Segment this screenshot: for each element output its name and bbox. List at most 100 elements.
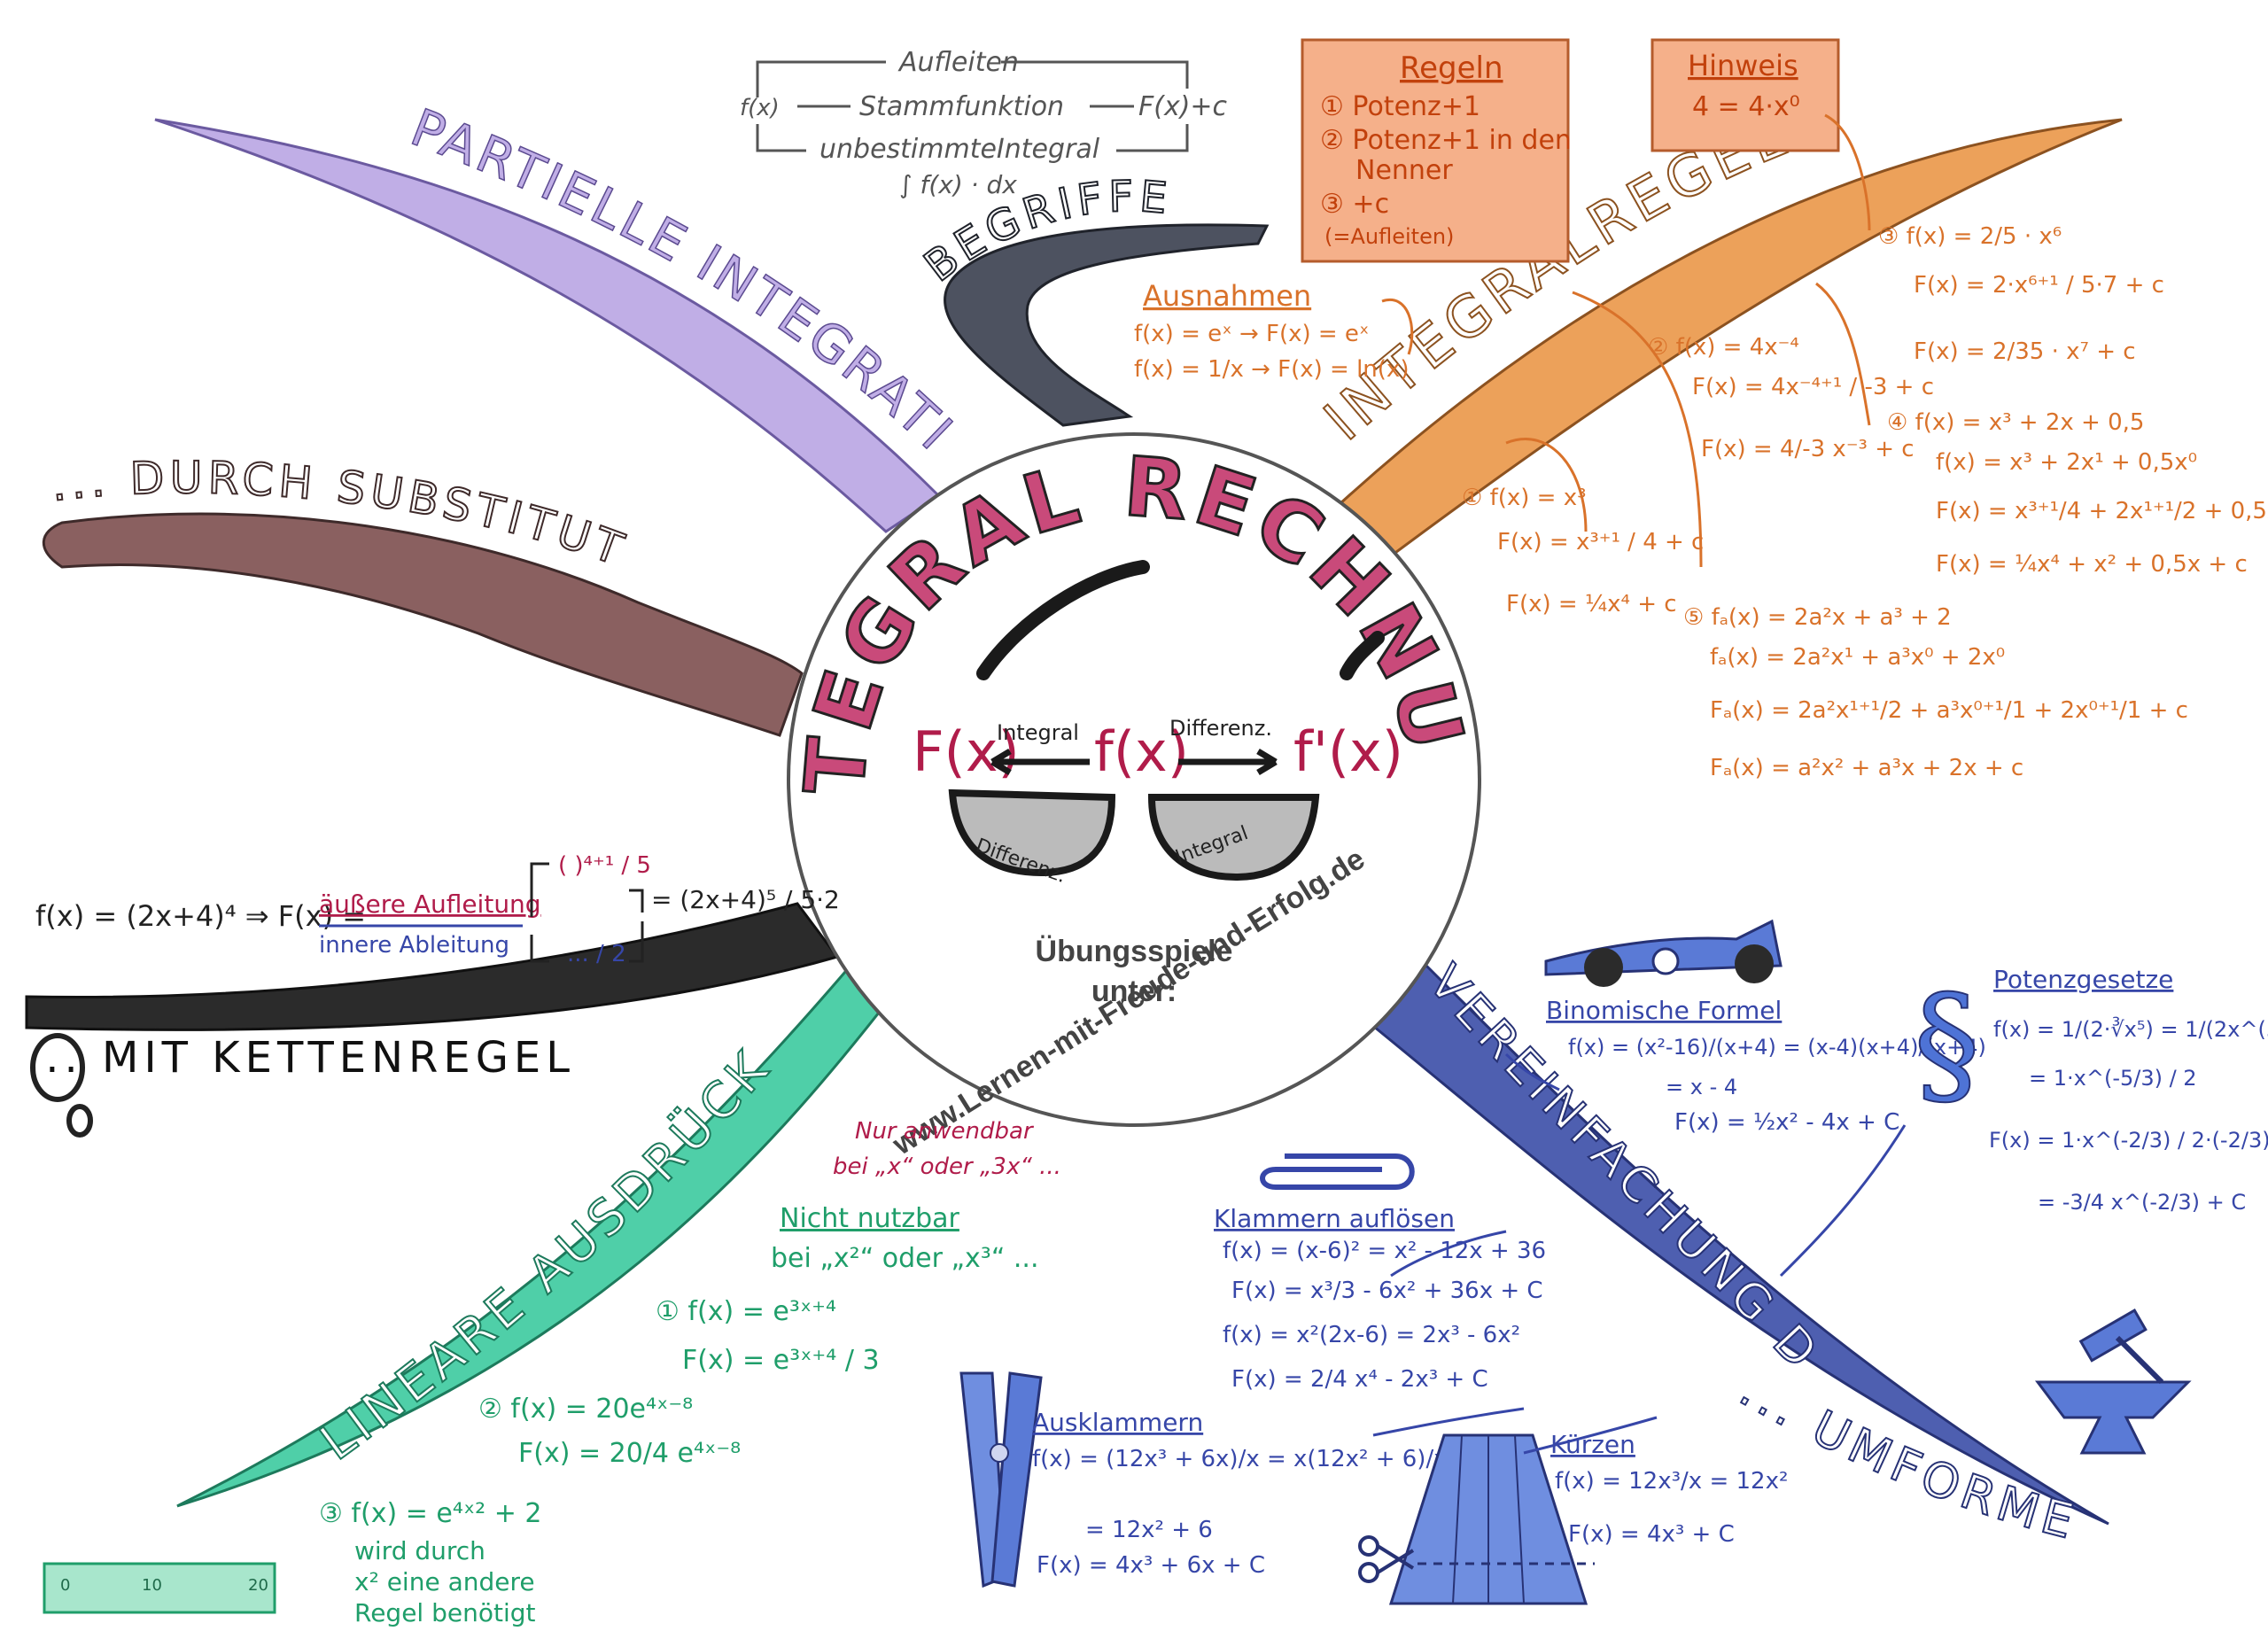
lineare-ex1-l2: F(x) = e³ˣ⁺⁴ / 3 [682, 1345, 880, 1376]
klammern-block: Klammern auflösen f(x) = (x-6)² = x² - 1… [1214, 1204, 1546, 1393]
potenz-l3: F(x) = 1·x^(-2/3) / 2·(-2/3) + C [1989, 1128, 2268, 1153]
ruler-label-20: 20 [248, 1576, 268, 1595]
lineare-ex3-l4: Regel benötigt [354, 1598, 536, 1627]
hinweis-title: Hinweis [1688, 49, 1798, 82]
ir-ex4-l4: F(x) = ¼x⁴ + x² + 0,5x + c [1936, 551, 2248, 578]
klammern-l4: F(x) = 2/4 x⁴ - 2x³ + C [1231, 1366, 1488, 1393]
race-car-icon [1544, 919, 1783, 987]
kuerzen-l1: f(x) = 12x³/x = 12x² [1555, 1468, 1788, 1495]
begriffe-integral-expr: ∫ f(x) · dx [899, 170, 1017, 199]
branch-begriffe [944, 223, 1270, 427]
branch-lineare [176, 964, 897, 1508]
ir-ex4-l2: f(x) = x³ + 2x¹ + 0,5x⁰ [1936, 449, 2197, 476]
regeln-item-1: ① Potenz+1 [1320, 91, 1480, 122]
ir-ex1-l2: F(x) = x³⁺¹ / 4 + c [1497, 529, 1704, 555]
ir-ex3-l3: F(x) = 2/35 · x⁷ + c [1914, 338, 2136, 365]
lineare-ex2-l2: F(x) = 20/4 e⁴ˣ⁻⁸ [518, 1438, 741, 1469]
hinweis-box: Hinweis 4 = 4·x⁰ [1651, 38, 1840, 152]
regeln-item-2: ② Potenz+1 in den [1320, 125, 1572, 156]
ausklammern-title: Ausklammern [1032, 1408, 1203, 1437]
lineare-ex2-l1: ② f(x) = 20e⁴ˣ⁻⁸ [478, 1394, 693, 1425]
kette-result: = (2x+4)⁵ / 5·2 [651, 885, 840, 914]
ausnahmen-line2: f(x) = 1/x → F(x) = ln(x) [1134, 356, 1409, 383]
ir-ex5-l2: fₐ(x) = 2a²x¹ + a³x⁰ + 2x⁰ [1710, 644, 2005, 671]
lineare-note-nicht2: bei „x²“ oder „x³“ ... [771, 1243, 1039, 1274]
label-substitution: ... DURCH SUBSTITUTION [0, 0, 634, 577]
regeln-note: (=Aufleiten) [1324, 224, 1454, 249]
lineare-note-nur: Nur anwendbar [855, 1118, 1035, 1145]
lineare-ex3-l1: ③ f(x) = e⁴ˣ² + 2 [319, 1498, 541, 1529]
ir-ex2-l3: F(x) = 4/-3 x⁻³ + c [1701, 436, 1915, 462]
ruler-label-0: 0 [60, 1576, 70, 1595]
regeln-title: Regeln [1400, 50, 1503, 86]
begriffe-aufleiten: Aufleiten [897, 47, 1019, 78]
ir-ex2-l2: F(x) = 4x⁻⁴⁺¹ / -3 + c [1692, 374, 1934, 400]
skirt-icon [1388, 1433, 1588, 1605]
ir-ex1-l3: F(x) = ¼x⁴ + c [1506, 591, 1677, 617]
lineare-note-nur2: bei „x“ oder „3x“ ... [833, 1153, 1061, 1180]
vereinfachung-connectors [1372, 1052, 1907, 1455]
ausklammern-l2: = 12x² + 6 [1085, 1517, 1213, 1543]
kette-frac-top: ( )⁴⁺¹ / 5 [558, 852, 651, 879]
games-line1: Übungsspiele [1036, 935, 1233, 968]
lineare-note-nicht: Nicht nutzbar [780, 1203, 960, 1234]
integralregeln-examples: ① f(x) = x³ F(x) = x³⁺¹ / 4 + c F(x) = ¼… [1462, 223, 2268, 781]
begriffe-arrows [756, 60, 1189, 152]
binom-l1: f(x) = (x²-16)/(x+4) = (x-4)(x+4)/(x+4) [1568, 1035, 1986, 1060]
label-kettenregel: ... MIT KETTENREGEL [27, 1033, 575, 1083]
clothespin-icon [959, 1371, 1043, 1588]
potenz-l1: f(x) = 1/(2·∛x⁵) = 1/(2x^(5/3)) [1993, 1016, 2268, 1042]
chain-icon [30, 1033, 93, 1138]
center-f: f(x) [1094, 719, 1189, 784]
ir-ex4-l3: F(x) = x³⁺¹/4 + 2x¹⁺¹/2 + 0,5x⁰⁺¹/1 + c [1936, 498, 2268, 524]
begriffe-Fx-c: F(x)+c [1138, 91, 1228, 122]
ir-ex4-l1: ④ f(x) = x³ + 2x + 0,5 [1887, 409, 2144, 436]
ausnahmen-block: Ausnahmen f(x) = eˣ → F(x) = eˣ f(x) = 1… [1134, 279, 1409, 383]
ausklammern-l3: F(x) = 4x³ + 6x + C [1037, 1552, 1265, 1579]
ausnahmen-title: Ausnahmen [1143, 279, 1311, 313]
kettenregel-block: f(x) = (2x+4)⁴ ⇒ F(x) = äußere Aufleitun… [35, 852, 840, 967]
ausnahmen-line1: f(x) = eˣ → F(x) = eˣ [1134, 321, 1369, 347]
hinweis-text: 4 = 4·x⁰ [1692, 91, 1800, 122]
arrow-right [1178, 748, 1278, 776]
lineare-block: Nur anwendbar bei „x“ oder „3x“ ... Nich… [319, 1118, 1061, 1627]
potenz-l4: = -3/4 x^(-2/3) + C [2038, 1190, 2246, 1215]
ir-ex5-l4: Fₐ(x) = a²x² + a³x + 2x + c [1710, 755, 2023, 781]
klammern-l1: f(x) = (x-6)² = x² - 12x + 36 [1223, 1238, 1546, 1264]
ir-ex1-l1: ① f(x) = x³ [1462, 485, 1587, 511]
klammern-l2: F(x) = x³/3 - 6x² + 36x + C [1231, 1278, 1543, 1304]
ruler-icon: 0 10 20 [43, 1562, 276, 1614]
begriffe-diagram: Aufleiten f(x) Stammfunktion F(x)+c unbe… [740, 47, 1228, 199]
integralregeln-connectors [1381, 113, 1871, 568]
begriffe-stammfunktion: Stammfunktion [859, 91, 1064, 122]
kuerzen-block: Kürzen f(x) = 12x³/x = 12x² F(x) = 4x³ +… [1550, 1430, 1788, 1548]
potenz-block: Potenzgesetze f(x) = 1/(2·∛x⁵) = 1/(2x^(… [1989, 965, 2268, 1215]
binom-l3: F(x) = ½x² - 4x + C [1674, 1109, 1899, 1136]
regeln-box-bg [1301, 38, 1570, 263]
glasses-icon [948, 560, 1385, 882]
lineare-ex1-l1: ① f(x) = e³ˣ⁺⁴ [656, 1296, 836, 1327]
branch-integralregeln [1327, 118, 2123, 579]
ir-ex3-l1: ③ f(x) = 2/5 · x⁶ [1878, 223, 2062, 250]
paragraph-icon: § [1914, 967, 1980, 1122]
kette-expr: f(x) = (2x+4)⁴ ⇒ F(x) = [35, 899, 366, 933]
arrow-integral-label: Integral [997, 720, 1079, 745]
regeln-item-3: Nenner [1355, 155, 1453, 186]
regeln-item-4: ③ +c [1320, 189, 1389, 220]
branch-substitution [42, 512, 804, 737]
arrow-differenz-label: Differenz. [1169, 716, 1272, 741]
ruler-label-10: 10 [142, 1576, 162, 1595]
ausklammern-block: Ausklammern f(x) = (12x³ + 6x)/x = x(12x… [1032, 1408, 1448, 1579]
klammern-title: Klammern auflösen [1214, 1204, 1455, 1233]
regeln-box: Regeln ① Potenz+1 ② Potenz+1 in den Nenn… [1301, 38, 1572, 263]
hinweis-box-bg [1651, 38, 1840, 152]
branch-vereinfachung [1362, 963, 2109, 1526]
potenz-title: Potenzgesetze [1993, 965, 2173, 994]
kette-frac-bottom: ... / 2 [567, 941, 626, 967]
paperclip-icon [1260, 1153, 1415, 1190]
scissors-icon [1358, 1535, 1415, 1583]
games-line2: unter: [1091, 975, 1177, 1008]
center-circle [787, 432, 1481, 1127]
ir-ex5-l3: Fₐ(x) = 2a²x¹⁺¹/2 + a³x⁰⁺¹/1 + 2x⁰⁺¹/1 +… [1710, 697, 2188, 724]
